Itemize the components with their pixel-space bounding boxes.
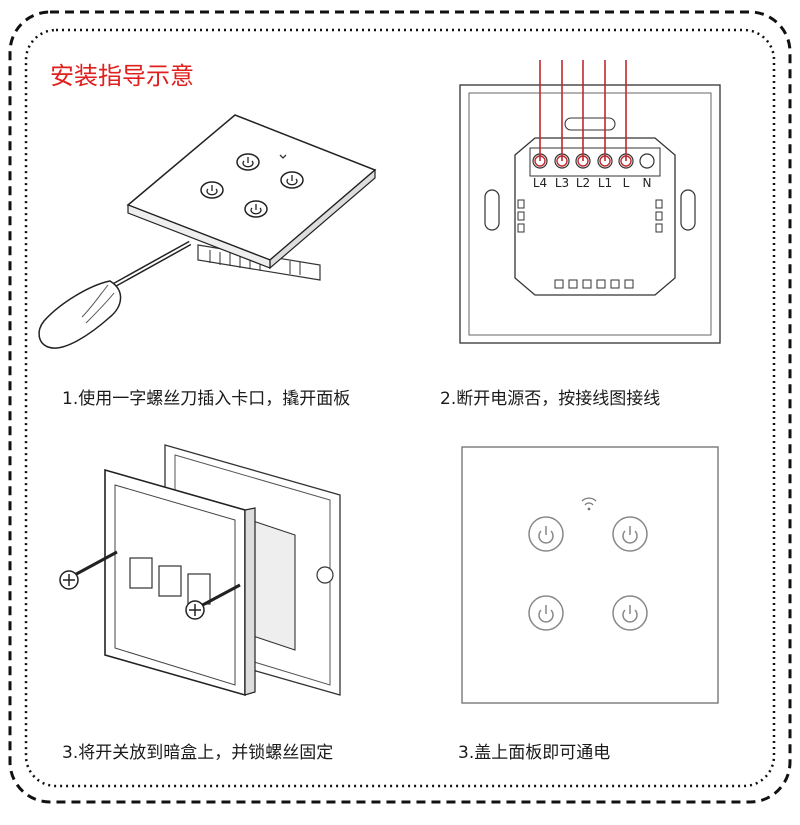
terminal-label: L3 xyxy=(555,176,569,190)
step3-illustration xyxy=(59,444,341,697)
terminal-label: L1 xyxy=(598,176,612,190)
wifi-icon xyxy=(279,154,287,159)
terminal-label: L2 xyxy=(576,176,590,190)
step3-caption: 3.将开关放到暗盒上，并锁螺丝固定 xyxy=(62,743,334,763)
page-title: 安装指导示意 xyxy=(50,62,194,90)
screwdriver-handle xyxy=(38,280,122,349)
step4-caption: 3.盖上面板即可通电 xyxy=(458,743,611,763)
switch-panel xyxy=(126,114,377,261)
screw-icon xyxy=(185,583,241,620)
step1-caption: 1.使用一字螺丝刀插入卡口，撬开面板 xyxy=(62,389,351,409)
step2-caption: 2.断开电源否，按接线图接线 xyxy=(440,389,661,409)
step4-touch-panel xyxy=(461,446,719,704)
terminal-label: N xyxy=(643,176,652,190)
step1-illustration xyxy=(38,114,377,349)
wifi-icon xyxy=(581,497,597,506)
terminal-label: L xyxy=(623,176,630,190)
step2-wiring-diagram: L4 L3 L2 L1 L N xyxy=(459,60,721,344)
terminal-label: L4 xyxy=(533,176,547,190)
screw-icon xyxy=(59,550,118,590)
